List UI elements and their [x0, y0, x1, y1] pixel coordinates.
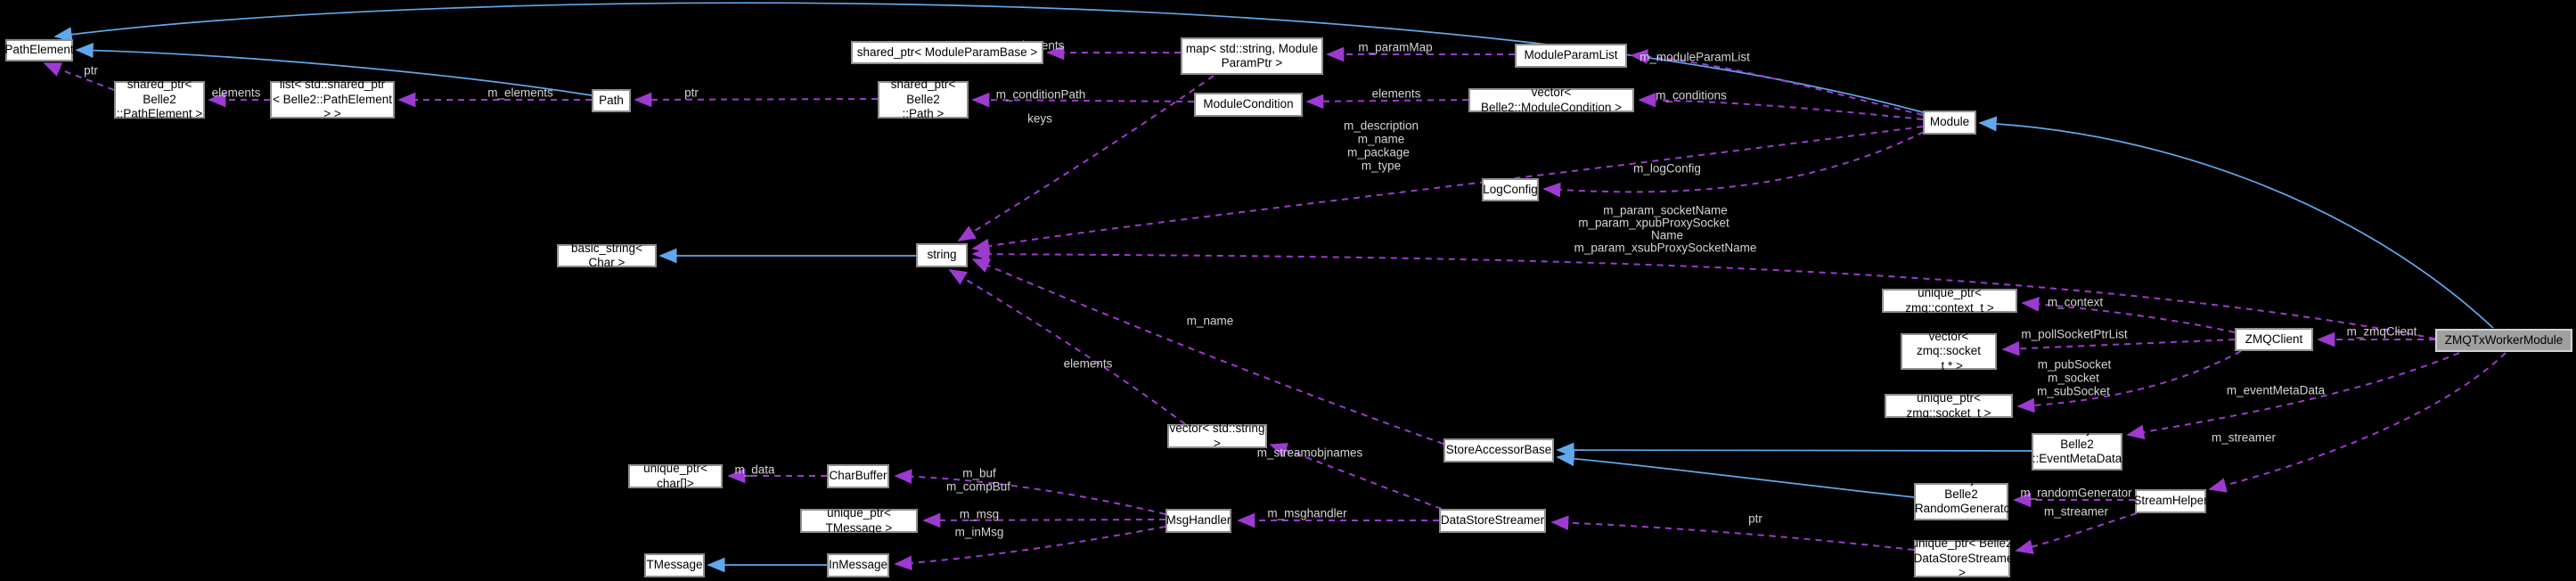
node-list-shared-ptr-pathelement[interactable]: list< std::shared_ptr < Belle2::PathElem… [270, 78, 395, 120]
edge-label-zmqtx-param-strings: Name [1650, 228, 1684, 242]
edge-label-module-strings: m_package [1347, 145, 1410, 160]
edge-label-vecmc-elements: elements [1371, 86, 1421, 101]
edge-label-msghandler-buffers: m_buf [962, 466, 996, 480]
node-unique-ptr-zmq-socket[interactable]: unique_ptr< zmq::socket_t > [1885, 391, 2013, 420]
node-shared-ptr-path[interactable]: shared_ptr< Belle2 ::Path > [878, 78, 969, 120]
node-stream-helper[interactable]: StreamHelper [2133, 489, 2208, 513]
edge-msghandler-buffers [894, 469, 1166, 515]
edge-label-module-strings: m_name [1357, 132, 1405, 146]
edge-label-sab-m-name: m_name [1186, 314, 1234, 328]
node-unique-ptr-zmq-context[interactable]: unique_ptr< zmq::context_t > [1882, 286, 2017, 315]
node-log-config[interactable]: LogConfig [1482, 178, 1539, 201]
edge-vecstr-elements [948, 269, 1186, 425]
edges-group [43, 2, 2506, 573]
node-vector-zmq-socket[interactable]: vector< zmq::socket _t * > [1901, 330, 1997, 372]
edge-label-charbuffer-m-data: m_data [734, 462, 775, 477]
edge-label-uptrdss-ptr: ptr [1748, 511, 1762, 526]
edge-label-mpl-m-parammap: m_paramMap [1358, 40, 1433, 54]
edge-label-msghandler-buffers: m_compBuf [945, 479, 1011, 494]
edge-label-path-m-elements: m_elements [487, 86, 553, 100]
node-string[interactable]: string [916, 243, 968, 267]
edge-sp-path-ptr [634, 92, 879, 108]
edge-label-module-m-moduleparamlist: m_moduleParamList [1640, 50, 1750, 64]
edge-zmqclient-m-pollsocketptrlist [2001, 339, 2236, 356]
node-in-message[interactable]: InMessage [827, 553, 889, 577]
edge-sp-pathelement-ptr [43, 62, 115, 91]
edge-sab-m-name [971, 258, 1444, 445]
edge-label-module-m-logconfig: m_logConfig [1633, 161, 1701, 176]
node-unique-ptr-datastorestreamer[interactable]: unique_ptr< Belle2 ::DataStoreStreamer > [1907, 536, 2017, 580]
node-store-accessor-base[interactable]: StoreAccessorBase [1443, 438, 1554, 462]
node-shared-ptr-pathelement[interactable]: shared_ptr< Belle2 ::PathElement > [114, 78, 205, 120]
node-module-condition[interactable]: ModuleCondition [1194, 93, 1303, 117]
node-path-element[interactable]: PathElement [4, 39, 74, 61]
node-msg-handler[interactable]: MsgHandler [1165, 509, 1231, 533]
edge-label-streamhelper-m-randomgenerator: m_randomGenerator [2020, 486, 2132, 500]
edge-label-module-m-conditions: m_conditions [1656, 88, 1727, 102]
edge-label-sp-path-ptr: ptr [684, 86, 699, 100]
edge-label-zmqtx-param-strings: m_param_xpubProxySocket [1578, 216, 1730, 230]
edge-label-module-strings: m_description [1343, 119, 1419, 133]
edge-label-zmqclient-sockets: m_socket [2048, 371, 2099, 385]
edge-label-dss-m-msghandler: m_msghandler [1267, 506, 1347, 520]
edge-label-sp-pathelement-ptr: ptr [84, 63, 98, 78]
edge-label-map-keys: keys [1027, 111, 1052, 126]
edge-label-vecstr-elements: elements [1063, 356, 1113, 371]
edge-streamhelper-m-streamer [2015, 512, 2138, 554]
node-module-param-list[interactable]: ModuleParamList [1515, 44, 1627, 68]
edge-module-strings [971, 126, 1924, 254]
node-zmq-client[interactable]: ZMQClient [2235, 328, 2313, 351]
edge-module-m-conditions [1638, 93, 1924, 120]
edge-zmqtx-m-streamer [2208, 352, 2506, 493]
node-vector-modulecondition[interactable]: vector< Belle2::ModuleCondition > [1468, 86, 1634, 114]
node-vector-std-string[interactable]: vector< std::string > [1167, 421, 1267, 450]
edge-storeobjptr-rg-inherits-sab [1556, 451, 1915, 498]
edge-label-msghandler-m-inmsg: m_inMsg [954, 525, 1004, 539]
edge-label-msghandler-m-msg: m_msg [959, 507, 1000, 521]
node-char-buffer[interactable]: CharBuffer [827, 464, 889, 488]
edge-label-dss-m-streamobjnames: m_streamobjnames [1256, 446, 1363, 460]
edge-module-m-logconfig [1542, 131, 1925, 198]
node-datastore-streamer[interactable]: DataStoreStreamer [1439, 509, 1546, 533]
node-map-string-moduleparamptr[interactable]: map< std::string, Module ParamPtr > [1181, 37, 1323, 75]
edge-label-zmqclient-sockets: m_subSocket [2037, 384, 2110, 398]
node-storeobjptr-eventmetadata[interactable]: StoreObjPtr< Belle2 ::EventMetaData > [2032, 422, 2122, 480]
node-tmessage[interactable]: TMessage [644, 553, 705, 577]
node-path[interactable]: Path [592, 89, 631, 112]
edge-module-m-moduleparamlist [1630, 49, 1924, 116]
node-storeobjptr-randomgenerator[interactable]: StoreObjPtr< Belle2 ::RandomGenerator > [1908, 472, 2015, 530]
edge-label-zmqclient-m-context: m_context [2047, 295, 2104, 309]
edge-label-zmqtx-m-streamer: m_streamer [2211, 430, 2277, 445]
node-zmq-tx-worker-module: ZMQTxWorkerModule [2435, 329, 2572, 352]
edge-label-mc-m-conditionpath: m_conditionPath [995, 87, 1086, 102]
edge-label-list-elements: elements [211, 86, 261, 100]
edge-label-streamhelper-m-streamer: m_streamer [2043, 504, 2109, 519]
node-module[interactable]: Module [1923, 110, 1976, 135]
edge-storeobjptr-emd-inherits-sab [1556, 442, 2032, 458]
edge-label-zmqtx-m-eventmetadata: m_eventMetaData [2226, 383, 2326, 397]
edge-label-module-strings: m_type [1361, 159, 1402, 173]
node-shared-ptr-moduleparambase[interactable]: shared_ptr< ModuleParamBase > [851, 41, 1043, 64]
edge-label-zmqtx-param-strings: m_param_socketName [1603, 203, 1728, 217]
edge-label-zmqtx-m-zmqclient: m_zmqClient [2346, 324, 2417, 339]
edge-uptrdss-ptr [1550, 515, 1915, 551]
edge-msghandler-m-inmsg [894, 526, 1166, 571]
edge-label-zmqclient-sockets: m_pubSocket [2037, 357, 2112, 372]
node-unique-ptr-tmessage[interactable]: unique_ptr< TMessage > [800, 506, 918, 535]
node-unique-ptr-char[interactable]: unique_ptr< char[]> [628, 462, 723, 490]
edge-label-zmqtx-param-strings: m_param_xsubProxySocketName [1574, 241, 1757, 255]
edge-label-zmqclient-m-pollsocketptrlist: m_pollSocketPtrList [2021, 327, 2128, 341]
node-basic-string-char[interactable]: basic_string< Char > [557, 241, 657, 269]
